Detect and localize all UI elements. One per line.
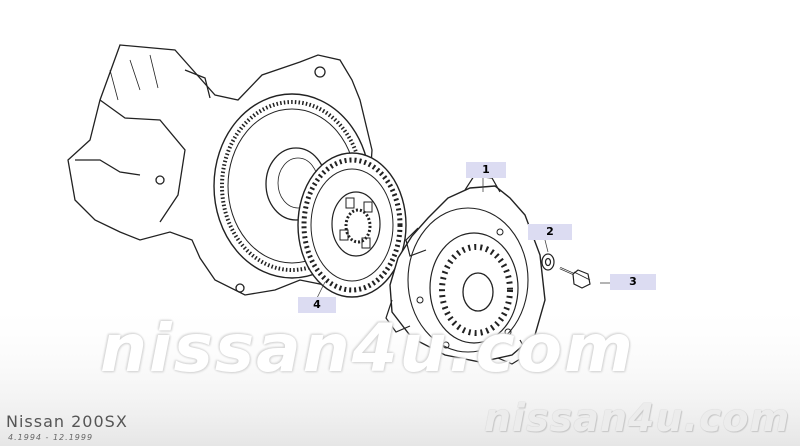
model-title: Nissan 200SX bbox=[6, 412, 128, 431]
brand-logo-text: nissan4u.com bbox=[484, 396, 791, 440]
washer bbox=[541, 253, 555, 271]
transmission-housing bbox=[67, 44, 373, 296]
bolt bbox=[559, 266, 591, 289]
callout-part-4: 4 bbox=[298, 297, 336, 313]
watermark: nissan4u.com bbox=[100, 310, 635, 387]
callout-part-1: 1 bbox=[466, 162, 506, 178]
bottom-fade bbox=[0, 300, 800, 446]
clutch-disc bbox=[297, 152, 407, 298]
clutch-cover bbox=[385, 175, 546, 365]
callout-part-3: 3 bbox=[610, 274, 656, 290]
production-dates: 4.1994 - 12.1999 bbox=[8, 433, 94, 442]
callout-part-2: 2 bbox=[528, 224, 572, 240]
